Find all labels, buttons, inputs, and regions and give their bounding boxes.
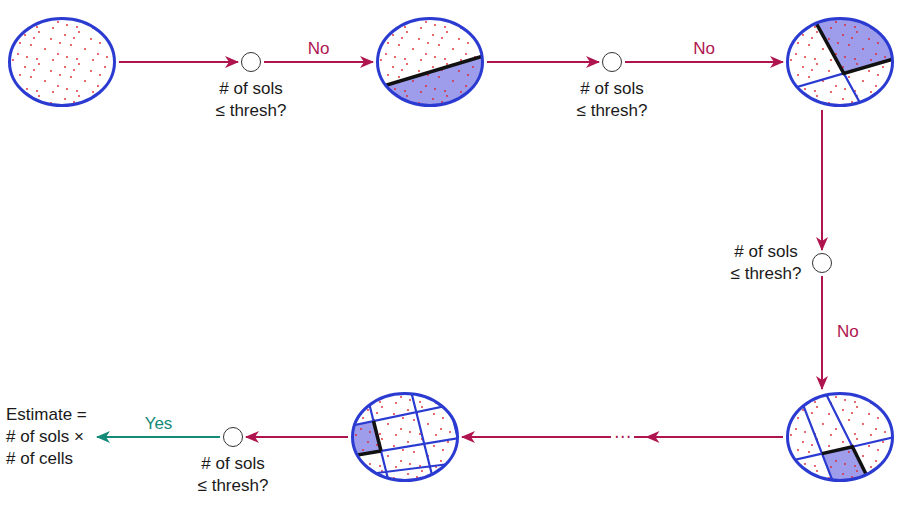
- cell-partition: [780, 387, 897, 492]
- solution-space-ellipse: [351, 392, 459, 482]
- solution-space-ellipse: [376, 17, 484, 107]
- edge-label: No: [305, 39, 333, 59]
- threshold-check-node: # of sols ≤ thresh?: [602, 52, 622, 72]
- ellipse-outline: [351, 392, 459, 482]
- condition-text: # of sols ≤ thresh?: [574, 78, 650, 122]
- circle-outline: [602, 52, 622, 72]
- threshold-check-node: # of sols ≤ thresh?: [223, 427, 243, 447]
- flow-arrow: [625, 61, 783, 63]
- threshold-check-node: # of sols ≤ thresh?: [812, 253, 832, 273]
- ellipse-outline: [786, 17, 894, 107]
- flow-arrow: [487, 61, 599, 63]
- cell-partition: [335, 387, 470, 487]
- cell-partition: [2, 12, 122, 112]
- edge-label: No: [834, 322, 862, 342]
- cell-partition: [370, 12, 490, 122]
- threshold-check-node: # of sols ≤ thresh?: [241, 52, 261, 72]
- flow-arrow: [821, 110, 823, 250]
- estimate-result: Estimate = # of sols × # of cells: [6, 404, 94, 470]
- condition-text: # of sols ≤ thresh?: [728, 241, 804, 285]
- ellipse-outline: [8, 17, 116, 107]
- flow-arrow: [97, 436, 220, 438]
- edge-label: Yes: [142, 414, 176, 434]
- flow-arrow: [119, 61, 238, 63]
- ellipse-outline: [376, 17, 484, 107]
- circle-outline: [223, 427, 243, 447]
- condition-text: # of sols ≤ thresh?: [213, 78, 289, 122]
- edge-label: No: [690, 39, 718, 59]
- circle-outline: [241, 52, 261, 72]
- flow-arrow: [821, 276, 823, 389]
- circle-outline: [812, 253, 832, 273]
- solution-space-ellipse: [8, 17, 116, 107]
- ellipse-outline: [786, 392, 894, 482]
- solution-space-ellipse: [786, 392, 894, 482]
- solution-space-ellipse: [786, 17, 894, 107]
- condition-text: # of sols ≤ thresh?: [195, 453, 271, 497]
- flow-arrow: [264, 61, 373, 63]
- cell-partition: [780, 2, 897, 112]
- result-text: Estimate = # of sols × # of cells: [6, 404, 94, 470]
- edge-label: ⋯: [611, 427, 634, 447]
- flow-arrow: [246, 436, 348, 438]
